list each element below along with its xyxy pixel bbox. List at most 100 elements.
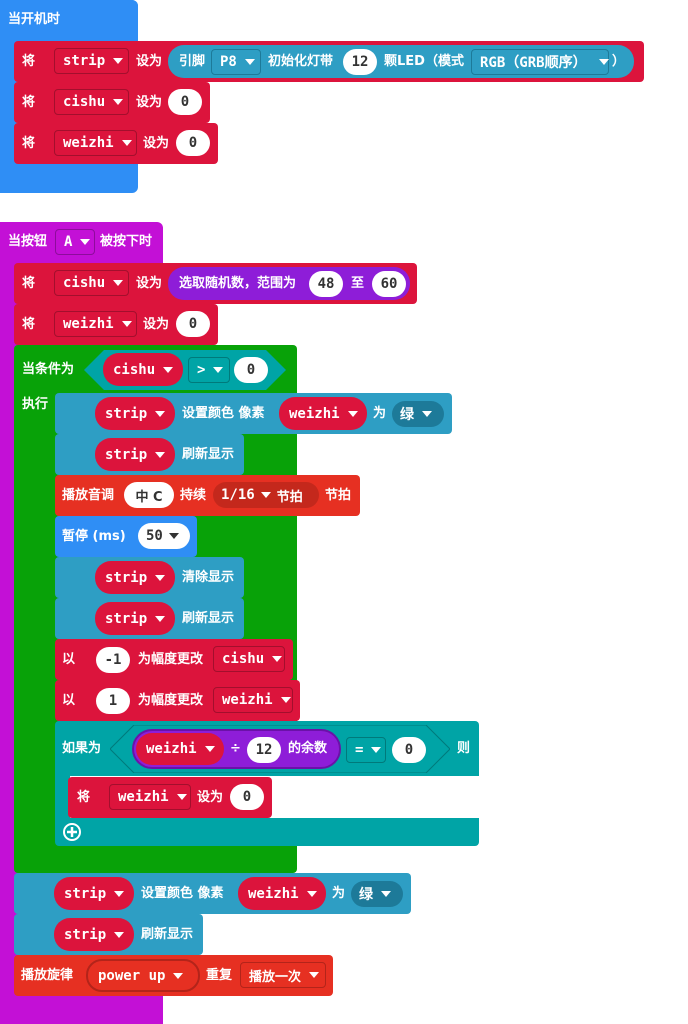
- pause-dropdown[interactable]: 50: [138, 523, 190, 549]
- melody-dropdown[interactable]: power up: [86, 959, 200, 992]
- strip-reporter[interactable]: strip: [95, 397, 175, 430]
- button-dropdown[interactable]: A: [55, 229, 95, 255]
- number-input[interactable]: 0: [234, 357, 268, 383]
- led-count-input[interactable]: 12: [343, 49, 377, 75]
- chevron-down-icon: [155, 451, 166, 458]
- set-word: 将: [22, 276, 36, 291]
- chevron-down-icon: [213, 367, 224, 373]
- number-input[interactable]: 0: [168, 89, 202, 115]
- random-from-input[interactable]: 48: [309, 271, 343, 297]
- mode-dropdown[interactable]: RGB（GRB顺序）: [471, 49, 609, 75]
- color-dropdown[interactable]: 绿: [392, 401, 444, 427]
- var-reporter-weizhi[interactable]: weizhi: [238, 877, 326, 910]
- random-to-label: 至: [351, 276, 365, 291]
- change-label: 为幅度更改: [138, 652, 204, 667]
- chevron-down-icon: [155, 410, 166, 417]
- show-label: 刷新显示: [182, 611, 235, 626]
- show-label: 刷新显示: [141, 927, 194, 942]
- var-dropdown-weizhi[interactable]: weizhi: [109, 784, 191, 810]
- set-word: 将: [22, 317, 36, 332]
- var-dropdown-weizhi[interactable]: weizhi: [54, 311, 137, 337]
- strip-reporter[interactable]: strip: [95, 438, 175, 471]
- divisor-input[interactable]: 12: [247, 737, 281, 763]
- number-input[interactable]: -1: [96, 647, 130, 673]
- init-strip-label: 初始化灯带: [268, 54, 334, 69]
- var-dropdown-weizhi[interactable]: weizhi: [213, 687, 293, 713]
- compare-op-dropdown[interactable]: =: [346, 737, 386, 763]
- chevron-down-icon: [260, 492, 271, 498]
- var-dropdown-cishu[interactable]: cishu: [213, 646, 285, 672]
- random-to-input[interactable]: 60: [372, 271, 406, 297]
- for-label: 为: [373, 406, 387, 421]
- chevron-down-icon: [176, 794, 187, 800]
- led-mode-label: 颗LED（模式: [384, 54, 464, 69]
- random-block[interactable]: [168, 267, 410, 300]
- if-label: 如果为: [62, 741, 102, 756]
- chevron-down-icon: [244, 59, 255, 65]
- random-label: 选取随机数，范围为: [179, 276, 297, 291]
- set-to-label: 设为: [197, 790, 224, 805]
- on-button-label: 当按钮: [8, 234, 48, 249]
- do-label: 执行: [22, 397, 49, 412]
- chevron-down-icon: [272, 656, 283, 662]
- number-input[interactable]: 1: [96, 688, 130, 714]
- add-branch-icon[interactable]: [62, 822, 82, 842]
- var-reporter-cishu[interactable]: cishu: [103, 353, 183, 386]
- strip-reporter[interactable]: strip: [95, 561, 175, 594]
- var-dropdown-cishu[interactable]: cishu: [54, 89, 129, 115]
- compare-op-dropdown[interactable]: >: [188, 357, 230, 383]
- chevron-down-icon: [371, 747, 382, 753]
- repeat-label: 重复: [206, 968, 233, 983]
- var-reporter-weizhi[interactable]: weizhi: [136, 733, 224, 765]
- chevron-down-icon: [113, 99, 124, 105]
- chevron-down-icon: [121, 321, 132, 327]
- pin-dropdown[interactable]: P8: [211, 49, 261, 75]
- set-pixel-label: 设置颜色 像素: [141, 886, 224, 901]
- number-input[interactable]: 0: [230, 784, 264, 810]
- chevron-down-icon: [155, 574, 166, 581]
- number-input[interactable]: 0: [392, 737, 426, 763]
- chevron-down-icon: [114, 931, 125, 938]
- chevron-down-icon: [598, 59, 609, 65]
- set-pixel-label: 设置颜色 像素: [182, 406, 265, 421]
- then-label: 则: [457, 741, 471, 756]
- show-label: 刷新显示: [182, 447, 235, 462]
- chevron-down-icon: [306, 890, 317, 897]
- var-dropdown-cishu[interactable]: cishu: [54, 270, 129, 296]
- set-word: 将: [22, 95, 36, 110]
- var-dropdown-strip[interactable]: strip: [54, 48, 129, 74]
- strip-reporter[interactable]: strip: [95, 602, 175, 635]
- close-paren: ）: [612, 54, 626, 69]
- divide-symbol: ÷: [230, 741, 241, 756]
- set-word: 将: [77, 790, 91, 805]
- strip-reporter[interactable]: strip: [54, 918, 134, 951]
- chevron-down-icon: [347, 410, 358, 417]
- number-input[interactable]: 0: [176, 311, 210, 337]
- on-start-header: [0, 0, 138, 42]
- strip-reporter[interactable]: strip: [54, 877, 134, 910]
- set-to-label: 设为: [136, 276, 163, 291]
- number-input[interactable]: 0: [176, 130, 210, 156]
- while-label: 当条件为: [22, 362, 75, 377]
- var-dropdown-weizhi[interactable]: weizhi: [54, 130, 137, 156]
- pressed-label: 被按下时: [100, 234, 153, 249]
- change-label: 为幅度更改: [138, 693, 204, 708]
- duration-label: 持续: [180, 488, 207, 503]
- repeat-mode-dropdown[interactable]: 播放一次: [240, 962, 326, 988]
- chevron-down-icon: [80, 239, 91, 245]
- note-input[interactable]: 中 C: [124, 482, 174, 508]
- var-reporter-weizhi[interactable]: weizhi: [279, 397, 367, 430]
- play-tone-label: 播放音调: [62, 488, 115, 503]
- chevron-down-icon: [113, 58, 124, 64]
- pin-label: 引脚: [179, 54, 206, 69]
- color-dropdown[interactable]: 绿: [351, 881, 403, 907]
- set-to-label: 设为: [136, 95, 163, 110]
- set-to-label: 设为: [136, 54, 163, 69]
- play-melody-label: 播放旋律: [21, 968, 74, 983]
- chevron-down-icon: [155, 615, 166, 622]
- beat-tail-label: 节拍: [325, 488, 352, 503]
- chevron-down-icon: [204, 746, 215, 752]
- on-start-label: 当开机时: [8, 12, 61, 27]
- by-label: 以: [62, 652, 76, 667]
